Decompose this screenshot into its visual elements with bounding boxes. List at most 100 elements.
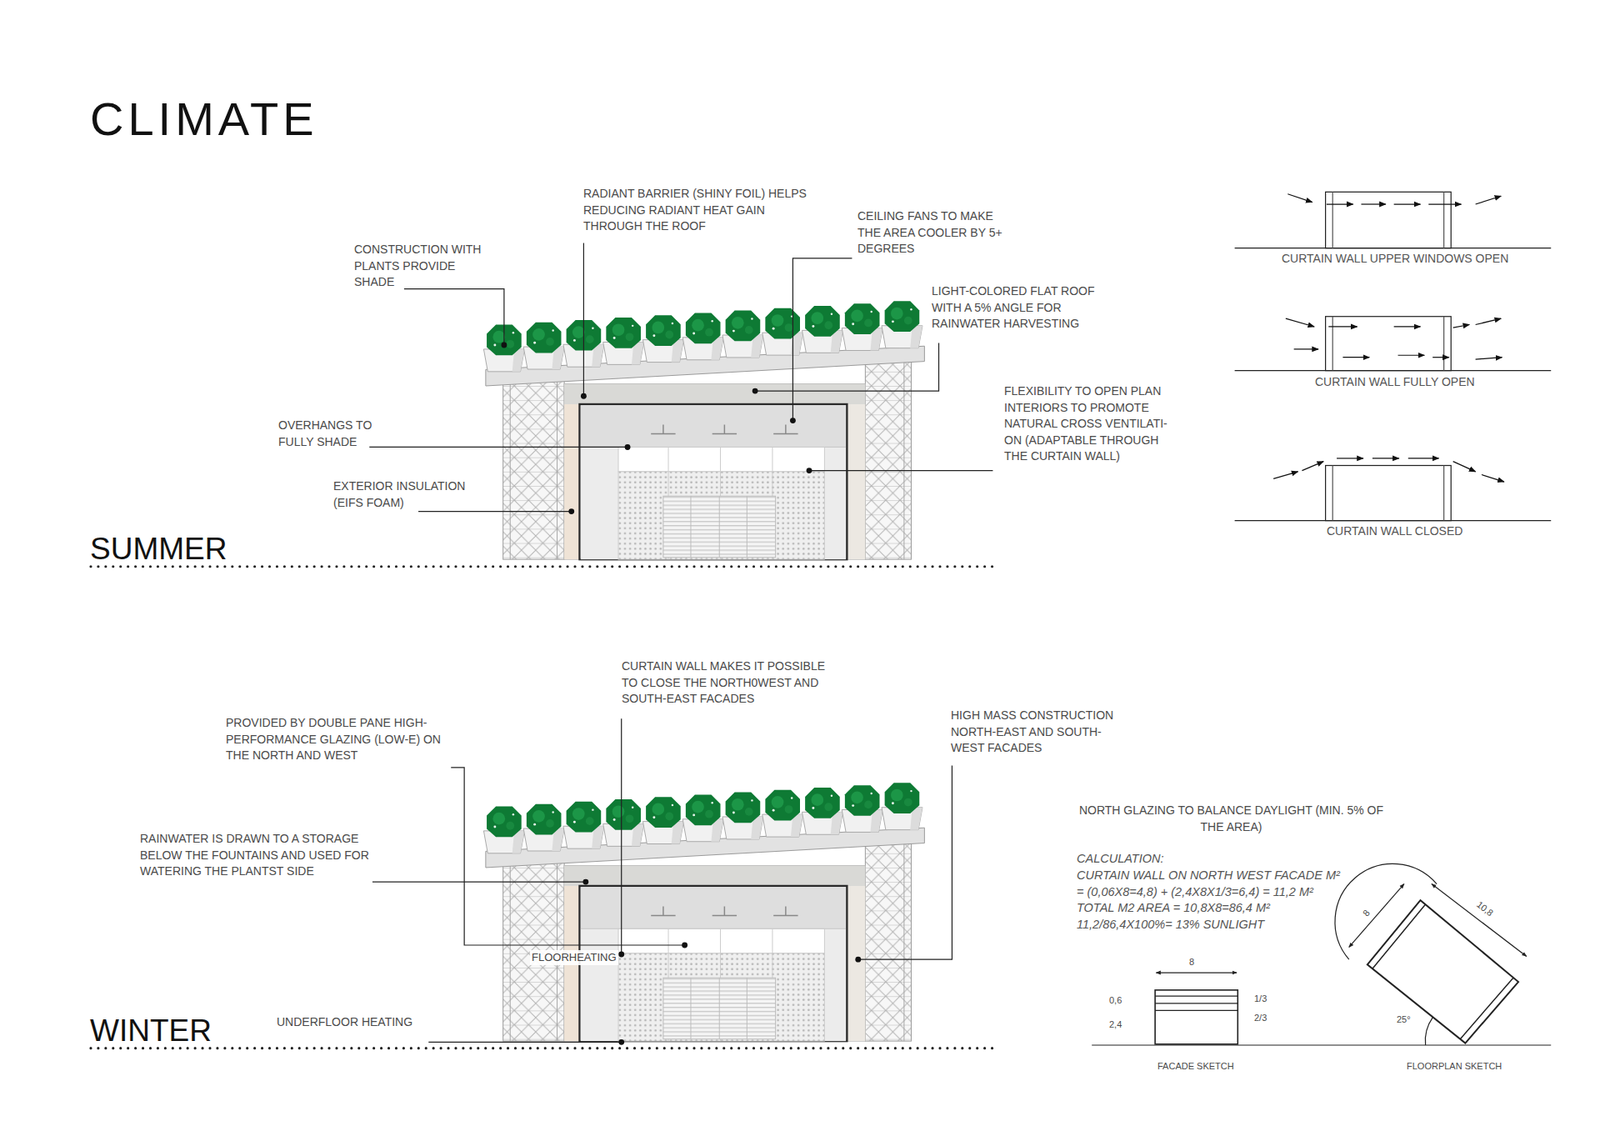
drawing-part	[428, 1041, 621, 1043]
drawing-part	[618, 446, 825, 471]
drawing-part	[564, 384, 865, 405]
drawing-part	[858, 765, 953, 960]
dimension-label: 10,8	[1474, 898, 1496, 920]
diagram-caption: CURTAIN WALL FULLY OPEN	[1315, 374, 1475, 391]
drawing-part	[564, 404, 580, 560]
ventilation-diagrams	[1235, 191, 1552, 520]
drawing-part	[1460, 977, 1514, 1039]
callout-text: LIGHT-COLORED FLAT ROOF WITH A 5% ANGLE …	[931, 283, 1102, 333]
drawing-part	[580, 393, 587, 400]
drawing-part	[1432, 356, 1450, 358]
drawing-part	[618, 471, 825, 560]
drawing-part	[523, 322, 565, 370]
inline-label: FLOORHEATING	[530, 950, 619, 965]
drawing-part	[801, 305, 843, 353]
dotted-rule	[90, 566, 999, 1049]
calculation-line: TOTAL M2 AREA = 10,8X8=86,4 M²	[1076, 899, 1270, 916]
drawing-part	[1294, 348, 1319, 350]
drawing-part	[1326, 203, 1354, 205]
drawing-part	[1342, 356, 1370, 358]
drawing-part	[582, 879, 589, 885]
drawing-part	[865, 359, 911, 560]
calculation-line: 11,2/86,4X100%= 13% SUNLIGHT	[1076, 915, 1265, 933]
drawing-part	[1285, 318, 1315, 327]
callout-text: FLEXIBILITY TO OPEN PLAN INTERIORS TO PR…	[1004, 383, 1180, 465]
drawing-part	[369, 446, 628, 448]
drawing-part	[500, 342, 507, 349]
drawing-part	[90, 565, 999, 568]
drawing-part	[855, 956, 861, 963]
drawing-part	[1481, 475, 1505, 483]
drawing-part	[650, 425, 798, 435]
dimension-label: 0,6	[1109, 994, 1122, 1007]
drawing-part	[510, 377, 511, 560]
page-title: CLIMATE	[90, 95, 319, 143]
drawing-part	[1398, 355, 1425, 356]
drawing-part	[418, 510, 572, 512]
drawing-part	[722, 310, 764, 358]
airflow-arrows	[1273, 194, 1505, 482]
drawing-part	[1301, 461, 1324, 471]
drawing-part	[1287, 194, 1312, 203]
drawing-part	[1372, 457, 1400, 459]
drawing-part	[603, 317, 645, 365]
drawing-part	[903, 359, 905, 560]
drawing-part	[580, 405, 846, 447]
sketch-caption: FACADE SKETCH	[1157, 1060, 1235, 1073]
angle-label: 25°	[1396, 1013, 1411, 1026]
drawing-part	[564, 384, 865, 560]
drawing-part	[668, 446, 773, 471]
drawing-part	[1408, 457, 1440, 459]
drawing-part	[1349, 884, 1405, 948]
leader-dots	[500, 342, 861, 1045]
drawing-part	[583, 243, 585, 397]
drawing-part	[1332, 191, 1444, 248]
drawing-part	[1328, 325, 1357, 327]
drawing-part	[1091, 1044, 1551, 1045]
drawing-part	[1475, 318, 1502, 325]
drawing-part	[404, 289, 505, 345]
drawing-part	[620, 718, 622, 955]
season-heading: WINTER	[90, 1015, 212, 1046]
note-text: NORTH GLAZING TO BALANCE DAYLIGHT (MIN. …	[1076, 802, 1386, 835]
drawing-part	[1335, 863, 1437, 960]
drawing-part	[625, 444, 631, 450]
drawing-part	[792, 258, 852, 421]
drawing-part	[663, 495, 776, 557]
calculation-line: CALCULATION:	[1076, 850, 1164, 867]
drawing-part	[1325, 316, 1452, 371]
callout-text: OVERHANGS TO FULLY SHADE	[278, 417, 379, 450]
callout-text: CONSTRUCTION WITH PLANTS PROVIDE SHADE	[354, 241, 491, 291]
drawing-part	[1394, 203, 1421, 205]
drawing-part	[841, 303, 883, 350]
diagram-caption: CURTAIN WALL CLOSED	[1326, 523, 1463, 540]
drawing-part	[1360, 203, 1385, 205]
season-heading: SUMMER	[90, 533, 227, 565]
drawing-part	[1155, 995, 1238, 1010]
drawing-part	[1475, 195, 1502, 205]
callout-text: PROVIDED BY DOUBLE PANE HIGH-PERFORMANCE…	[225, 715, 441, 765]
building-section	[483, 300, 925, 560]
dimension-label: 8	[1189, 955, 1195, 969]
dimension-label: 2/3	[1254, 1011, 1267, 1025]
drawing-part	[790, 417, 796, 424]
drawing-part	[618, 1039, 625, 1045]
callout-text: EXTERIOR INSULATION (EIFS FOAM)	[333, 478, 474, 511]
drawing-part	[1332, 465, 1444, 521]
callout-text: UNDERFLOOR HEATING	[276, 1014, 413, 1031]
drawing-part	[1332, 316, 1444, 371]
diagram-caption: CURTAIN WALL UPPER WINDOWS OPEN	[1281, 250, 1509, 268]
drawing-part	[1453, 461, 1476, 472]
dimension-label: 8	[1360, 906, 1374, 920]
drawing-part	[1425, 1017, 1433, 1045]
drawing-part	[1336, 457, 1364, 459]
drawing-part	[642, 315, 684, 362]
drawing-part	[372, 880, 586, 882]
drawing-part	[755, 343, 939, 392]
building-section	[483, 782, 925, 1041]
callout-text: CURTAIN WALL MAKES IT POSSIBLE TO CLOSE …	[621, 658, 841, 708]
dimension-label: 1/3	[1254, 992, 1267, 1005]
drawing-part	[682, 312, 724, 360]
